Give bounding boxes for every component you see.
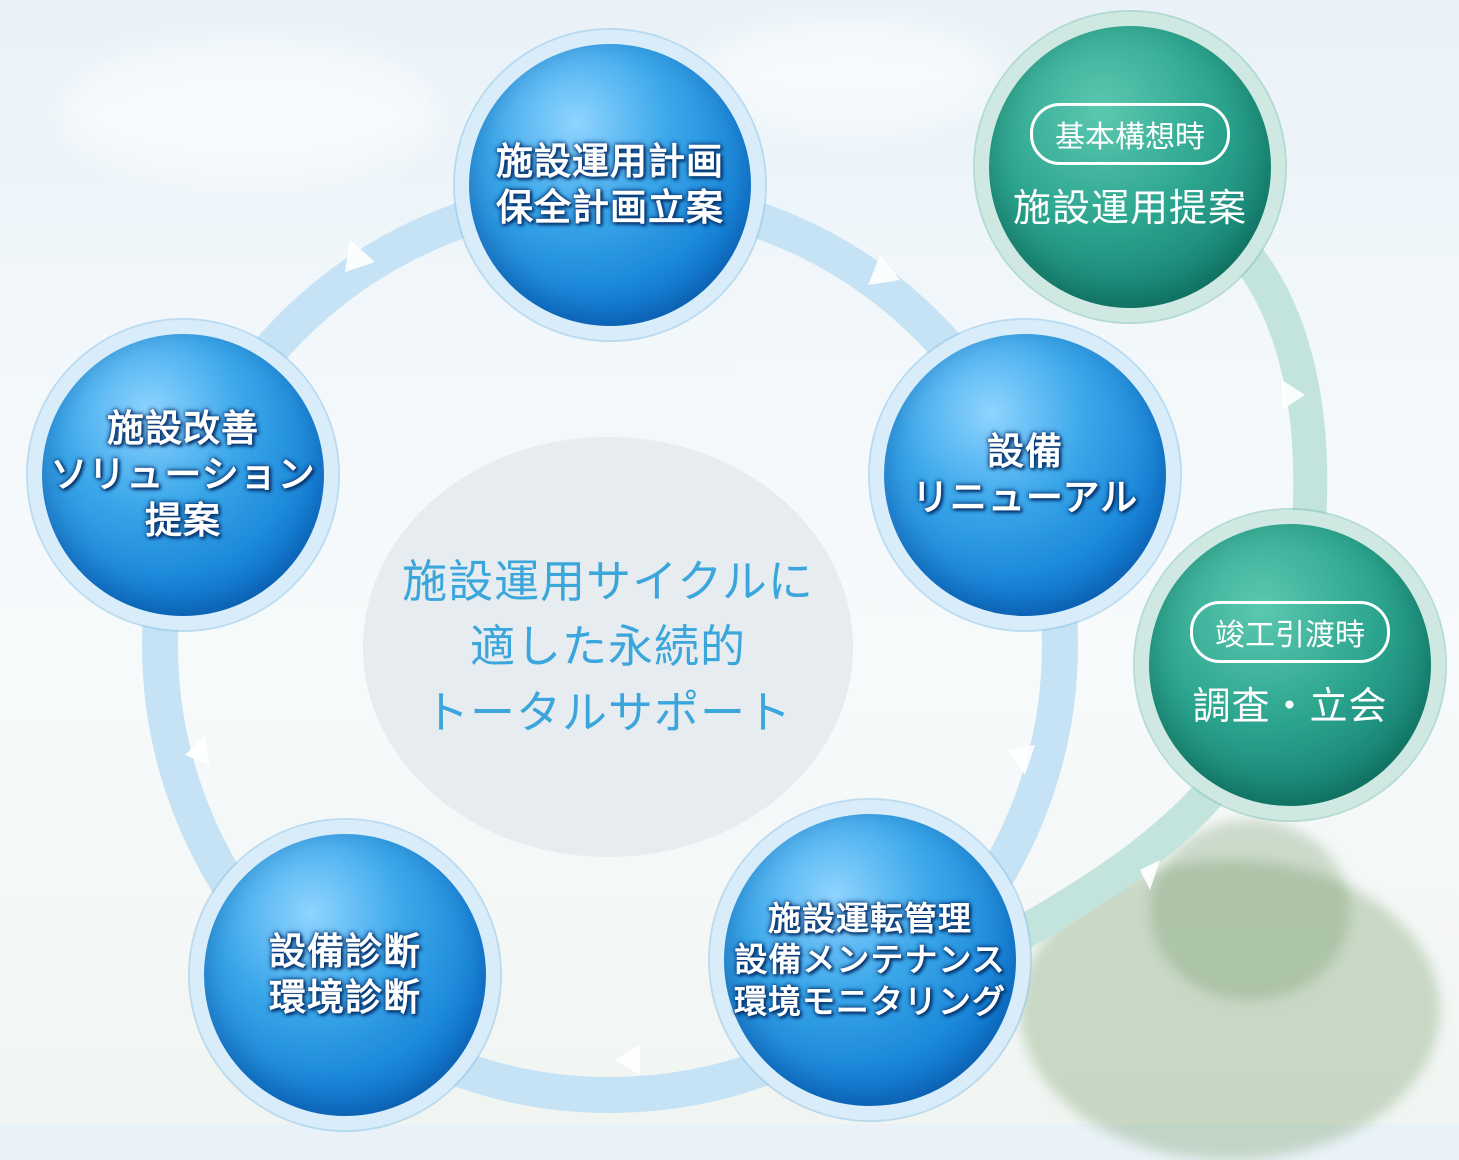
- cycle-node-diagnosis: 設備診断 環境診断: [190, 820, 500, 1130]
- node-label: 環境診断: [269, 976, 421, 1019]
- center-line: 施設運用サイクルに: [402, 555, 814, 609]
- tree-decoration: [1150, 820, 1350, 1000]
- side-node-handover: 竣工引渡時 調査・立会: [1135, 510, 1445, 820]
- cloud-decoration: [700, 20, 1000, 130]
- side-node-concept: 基本構想時 施設運用提案: [975, 12, 1285, 322]
- node-label: 設備: [987, 429, 1063, 473]
- side-node-label: 調査・立会: [1192, 683, 1388, 728]
- node-label: 保全計画立案: [496, 186, 724, 229]
- node-label: リニューアル: [911, 476, 1139, 519]
- node-label: 設備メンテナンス: [734, 940, 1006, 980]
- phase-badge: 基本構想時: [1030, 102, 1230, 165]
- phase-badge: 竣工引渡時: [1190, 600, 1390, 663]
- node-label: 提案: [145, 499, 221, 543]
- center-message: 施設運用サイクルに 適した永続的 トータルサポート: [363, 437, 853, 857]
- cycle-arrow-chevron: [345, 240, 375, 272]
- node-label: 施設運転管理: [768, 899, 972, 939]
- cycle-node-improve: 施設改善 ソリューション 提案: [28, 320, 338, 630]
- cycle-arrow-chevron: [185, 735, 210, 765]
- node-label: 施設改善: [107, 406, 259, 450]
- node-label: 環境モニタリング: [734, 981, 1006, 1021]
- center-line: 適した永続的: [469, 620, 746, 674]
- cycle-node-operation: 施設運転管理 設備メンテナンス 環境モニタリング: [710, 800, 1030, 1120]
- node-label: 設備診断: [269, 929, 421, 973]
- node-label: ソリューション: [50, 452, 316, 496]
- node-label: 施設運用計画: [496, 139, 724, 183]
- cycle-arrow-chevron: [615, 1045, 640, 1075]
- cycle-node-plan: 施設運用計画 保全計画立案: [455, 30, 765, 340]
- cycle-arrow-chevron: [1008, 745, 1035, 775]
- cycle-node-renewal: 設備 リニューアル: [870, 320, 1180, 630]
- center-line: トータルサポート: [423, 685, 792, 739]
- side-node-label: 施設運用提案: [1012, 185, 1247, 230]
- side-arrow-chevron: [1140, 860, 1160, 890]
- side-arrow-chevron: [1282, 380, 1305, 410]
- cycle-arrow-chevron: [868, 255, 900, 285]
- cloud-decoration: [60, 40, 440, 180]
